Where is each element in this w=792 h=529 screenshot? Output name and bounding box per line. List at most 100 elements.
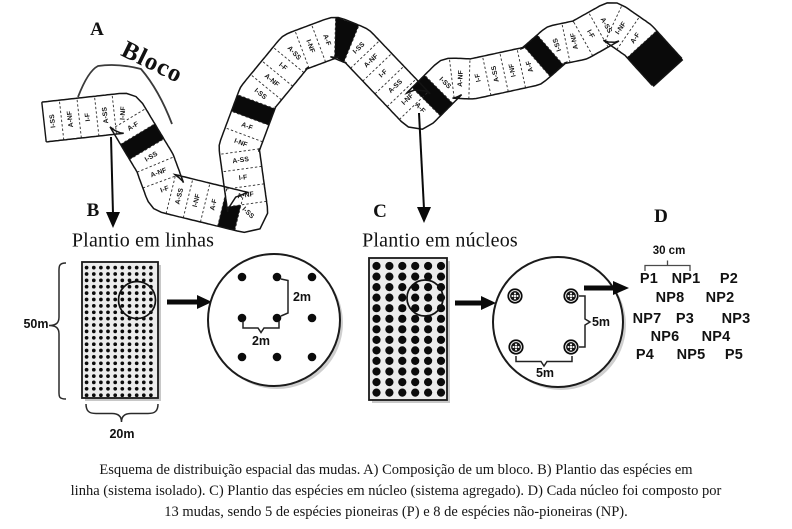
ribbon-cell (250, 60, 293, 100)
seedling-dot (91, 386, 96, 391)
ribbon-cell (537, 23, 570, 65)
seedling-dot (91, 272, 96, 276)
seedling-dot (113, 374, 118, 378)
seedling-dot (91, 355, 96, 359)
seedling-dot (127, 278, 132, 283)
seedling-dot (84, 272, 89, 276)
seedling-dot (134, 367, 139, 372)
seedling-dot (398, 272, 407, 281)
seedling-dot (436, 293, 446, 302)
seedling-dot (372, 304, 381, 313)
nucleus-position-label: NP5 (676, 347, 706, 363)
ribbon-cell (424, 58, 455, 104)
planting-plot-c (368, 257, 448, 401)
seedling-dot (134, 374, 139, 378)
seedling-dot (113, 265, 118, 270)
ribbon-cell-divider (482, 56, 492, 96)
ribbon-cell-divider (468, 58, 471, 99)
seedling-dot (436, 261, 446, 271)
seedling-dot (149, 380, 153, 385)
seedling-dot (385, 378, 394, 387)
seedling-dot (113, 297, 118, 302)
nucleus-position-label: NP3 (721, 311, 751, 327)
spacing-bracket-2m-vertical (280, 278, 289, 317)
seedling-dot (424, 304, 433, 313)
seedling-dot (398, 293, 407, 302)
seedling-dot (134, 272, 139, 276)
ribbon-cell-label: I-F (474, 73, 483, 83)
ribbon-cell-divider (626, 30, 657, 59)
seedling-dot (120, 367, 125, 372)
seedling-dot (149, 297, 153, 302)
seedling-dot (113, 361, 118, 366)
seedling-dot (149, 304, 153, 308)
seedling-dot (149, 278, 153, 283)
seedling-dot (398, 356, 407, 365)
ribbon-cell (273, 30, 309, 73)
ribbon-cell-label: A-F (321, 34, 332, 47)
ribbon-cell (225, 111, 269, 142)
seedling-dot (149, 355, 153, 359)
seedling-dot (127, 304, 132, 308)
seedling-dot (385, 261, 394, 271)
nucleus-position-label: NP7 (632, 311, 662, 327)
ribbon-cell (219, 148, 262, 172)
ribbon-cell-divider (334, 17, 337, 58)
seedling-dot (398, 388, 407, 397)
seedling-dot (141, 348, 146, 353)
seedling-dot (127, 329, 132, 334)
ribbon-separator (120, 123, 164, 160)
seedling-dot (120, 278, 125, 283)
seedling-dot (149, 393, 153, 398)
seedling-dot (134, 304, 139, 308)
seedling-dot (141, 272, 146, 276)
seedling-dot (113, 355, 118, 359)
seedling-dot (134, 335, 139, 340)
seedling-dot (84, 355, 89, 359)
height-bracket-50m (48, 262, 67, 400)
seedling-dot (411, 304, 420, 313)
seedling-dot (84, 367, 89, 372)
panel-c-label: C (373, 201, 387, 222)
seedling-dot (84, 374, 89, 378)
seedling-dot (99, 278, 103, 283)
seedling-dot (134, 310, 139, 315)
detail-b-seedling-dots (237, 272, 317, 362)
nucleus-position-label: NP4 (701, 329, 731, 345)
seedling-dot (141, 329, 146, 334)
ribbon-cell-label: I-F (160, 185, 170, 195)
seedling-dot (127, 310, 132, 315)
ribbon-cell-divider (225, 127, 263, 143)
seedling-dot (272, 313, 282, 323)
nucleus-position-label: P3 (675, 311, 695, 327)
seedling-dot (106, 335, 110, 340)
seedling-dot (113, 329, 118, 334)
ribbon-cell-label: I-F (277, 61, 288, 72)
ribbon-cell (137, 156, 181, 188)
ribbon-cell (111, 108, 155, 145)
ribbon-cell-label: I-NF (233, 138, 248, 149)
ribbon-cell-divider (231, 110, 269, 126)
seedling-dot (372, 335, 381, 344)
seedling-dot (99, 386, 103, 391)
seedling-dot (99, 335, 103, 340)
seedling-dot (120, 348, 125, 353)
seedling-dot (372, 346, 381, 355)
seedling-dot (141, 355, 146, 359)
seedling-dot (127, 323, 132, 327)
seedling-dot (307, 313, 317, 323)
ribbon-end-cap (41, 102, 47, 142)
seedling-dot (436, 325, 446, 334)
seedling-dot (120, 355, 125, 359)
spacing-bracket-30cm (644, 260, 691, 271)
seedling-dot (398, 283, 407, 292)
seedling-dot (127, 348, 132, 353)
ribbon-cell-divider (561, 23, 571, 63)
ribbon-cell (41, 100, 64, 142)
ribbon-cell (222, 166, 265, 190)
ribbon-cell-label: I-SS (552, 37, 563, 53)
seedling-dot (113, 304, 118, 308)
ribbon-cell (350, 40, 392, 81)
